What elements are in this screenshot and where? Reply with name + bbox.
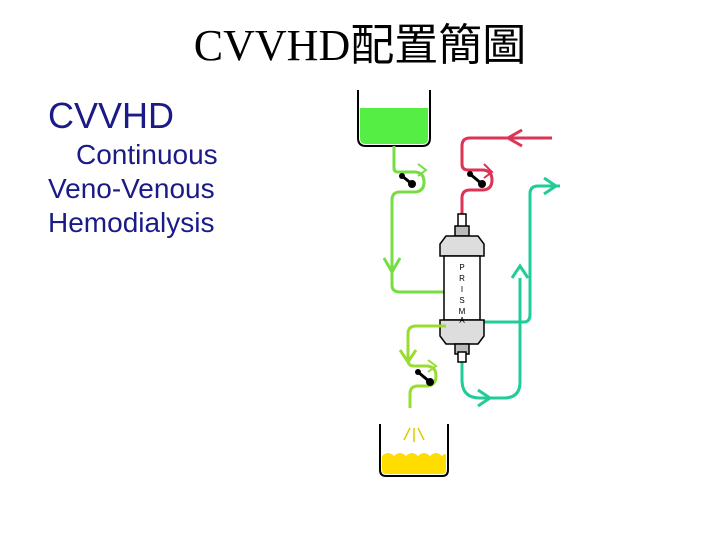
abbreviation: CVVHD bbox=[48, 95, 175, 136]
definition-line-1: Continuous bbox=[76, 139, 218, 170]
blood-pump-icon bbox=[467, 171, 486, 188]
filter-letter-2: R bbox=[459, 274, 465, 283]
filter-letter-3: I bbox=[461, 285, 463, 294]
blood-pump-arrow bbox=[483, 163, 494, 179]
effluent-pump-arrow bbox=[427, 359, 438, 373]
definition-text: CVVHD Continuous Veno-Venous Hemodialysi… bbox=[48, 94, 218, 240]
filter-letter-4: S bbox=[459, 296, 464, 305]
effluent-flow-arrow bbox=[398, 349, 418, 365]
blood-return-arrow-up bbox=[510, 263, 530, 279]
prisma-filter: P R I S M A bbox=[439, 213, 485, 363]
dialysate-line bbox=[390, 146, 457, 294]
effluent-line bbox=[406, 324, 446, 408]
blood-outflow-arrow bbox=[543, 176, 559, 196]
filter-letter-6: A bbox=[459, 316, 465, 325]
page-title: CVVHD配置簡圖 bbox=[193, 21, 527, 70]
drip-icon bbox=[403, 427, 425, 442]
effluent-bag bbox=[379, 424, 449, 477]
dialysate-pump-icon bbox=[399, 173, 416, 188]
effluent-pump-icon bbox=[415, 369, 434, 386]
blood-return-arrow-right bbox=[477, 388, 493, 408]
blood-inflow-arrow bbox=[504, 128, 523, 148]
dialysate-flow-arrow bbox=[382, 257, 402, 276]
blood-inflow-line bbox=[460, 136, 552, 222]
dialysate-pump-arrow bbox=[417, 163, 428, 177]
definition-line-3: Hemodialysis bbox=[48, 207, 215, 238]
blood-outflow-line bbox=[482, 184, 560, 324]
definition-line-2: Veno-Venous bbox=[48, 173, 215, 204]
filter-letter-5: M bbox=[459, 307, 466, 316]
dialysate-bag bbox=[357, 90, 431, 147]
filter-letter-1: P bbox=[459, 263, 464, 272]
